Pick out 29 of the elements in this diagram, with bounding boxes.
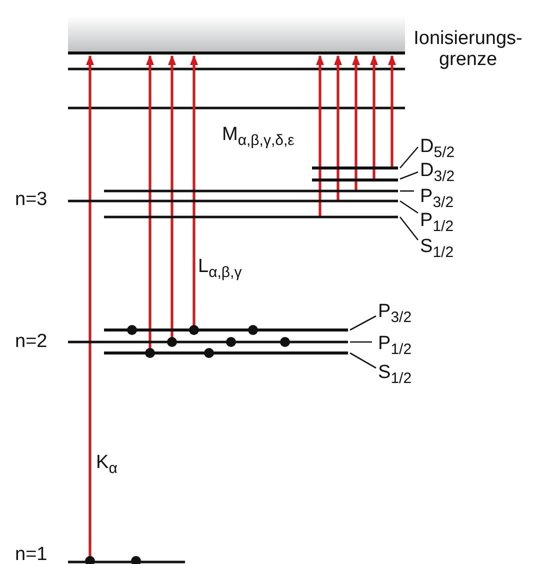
level-label: D$_{3/2}$ xyxy=(420,160,455,181)
leader-line xyxy=(350,352,376,369)
level-label: P$_{1/2}$ xyxy=(420,210,454,231)
leader-line xyxy=(350,315,376,331)
leader-line xyxy=(350,341,372,343)
quantum-number-label: n=2 xyxy=(15,331,48,352)
energy-level-line xyxy=(68,200,398,202)
leader-line xyxy=(399,216,419,240)
energy-level-line xyxy=(312,178,398,182)
leader-line xyxy=(400,146,418,168)
level-label: S$_{1/2}$ xyxy=(378,362,412,383)
level-label: P$_{3/2}$ xyxy=(420,186,454,207)
level-label: D$_{5/2}$ xyxy=(420,136,455,157)
level-label: P$_{1/2}$ xyxy=(378,333,412,354)
axis-label: Ionisierungs- grenze xyxy=(412,28,524,70)
level-label: P$_{3/2}$ xyxy=(378,301,412,322)
quantum-number-label: n=1 xyxy=(15,544,48,564)
leader-line xyxy=(400,200,418,214)
energy-level-line xyxy=(104,190,398,192)
leader-line xyxy=(400,190,414,192)
energy-level-line xyxy=(104,352,348,354)
energy-level-line xyxy=(312,166,398,170)
energy-level-line xyxy=(104,328,348,332)
leader-line xyxy=(400,171,418,180)
energy-level-line xyxy=(68,340,348,344)
energy-level-line xyxy=(104,216,398,218)
level-label: S$_{1/2}$ xyxy=(420,236,454,257)
quantum-number-label: n=3 xyxy=(15,189,48,210)
series-label: K$_{α}$ xyxy=(96,452,118,473)
